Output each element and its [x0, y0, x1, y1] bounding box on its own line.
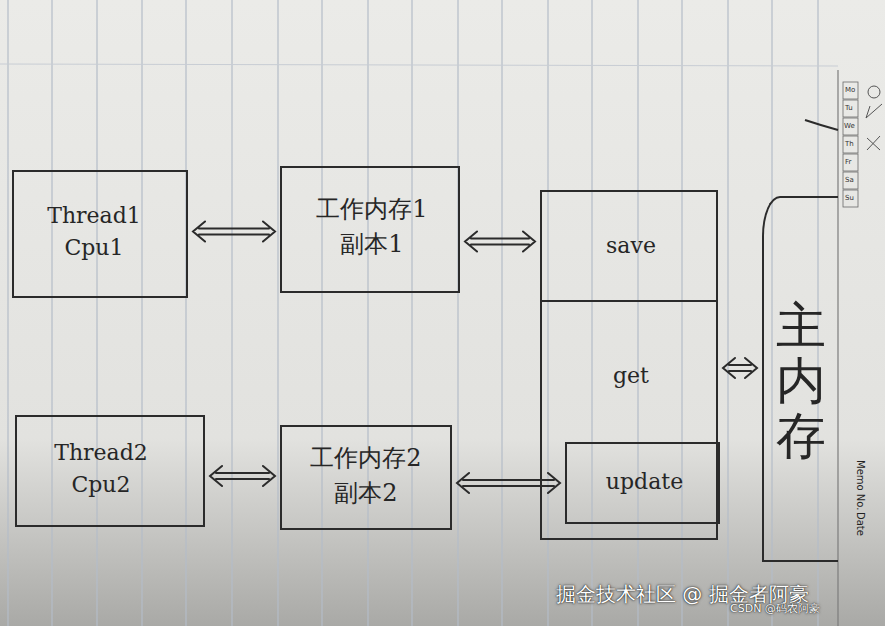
node-text: save	[562, 230, 700, 262]
node-text: Thread2 Cpu2	[41, 437, 161, 501]
memo-label: Memo No.	[855, 460, 866, 510]
main-memory-box: 主内存	[762, 196, 838, 562]
double-arrow	[465, 232, 535, 252]
update-box: update	[565, 442, 720, 524]
memory-operations-box: get save update	[540, 190, 718, 540]
thread-box: Thread1 Cpu1	[12, 170, 188, 298]
save-box: save	[540, 190, 718, 302]
double-arrow	[457, 473, 560, 493]
weekday-label: Tu	[845, 104, 853, 112]
working-memory-box: 工作内存1 副本1	[280, 166, 460, 293]
node-text: 主内存	[776, 299, 826, 464]
weekday-label: Th	[845, 140, 854, 148]
node-text: Thread1 Cpu1	[34, 200, 154, 264]
weekday-label: Su	[845, 194, 854, 202]
working-memory-box: 工作内存2 副本2	[280, 425, 452, 530]
watermark: CSDN @码农阿豪	[730, 601, 820, 616]
node-text: update	[577, 466, 712, 498]
weekday-label: Mo	[845, 86, 855, 94]
double-arrow	[210, 466, 275, 486]
node-text: 工作内存1 副本1	[308, 192, 436, 262]
weekday-label: Fr	[845, 158, 851, 166]
double-arrow	[193, 222, 275, 242]
weekday-label: Sa	[845, 176, 854, 184]
weekday-label: We	[844, 122, 855, 130]
memo-label: Date	[855, 512, 866, 536]
thread-box: Thread2 Cpu2	[15, 415, 205, 527]
node-text: get	[572, 360, 690, 392]
node-text: 工作内存2 副本2	[302, 441, 430, 511]
double-arrow	[723, 358, 757, 378]
